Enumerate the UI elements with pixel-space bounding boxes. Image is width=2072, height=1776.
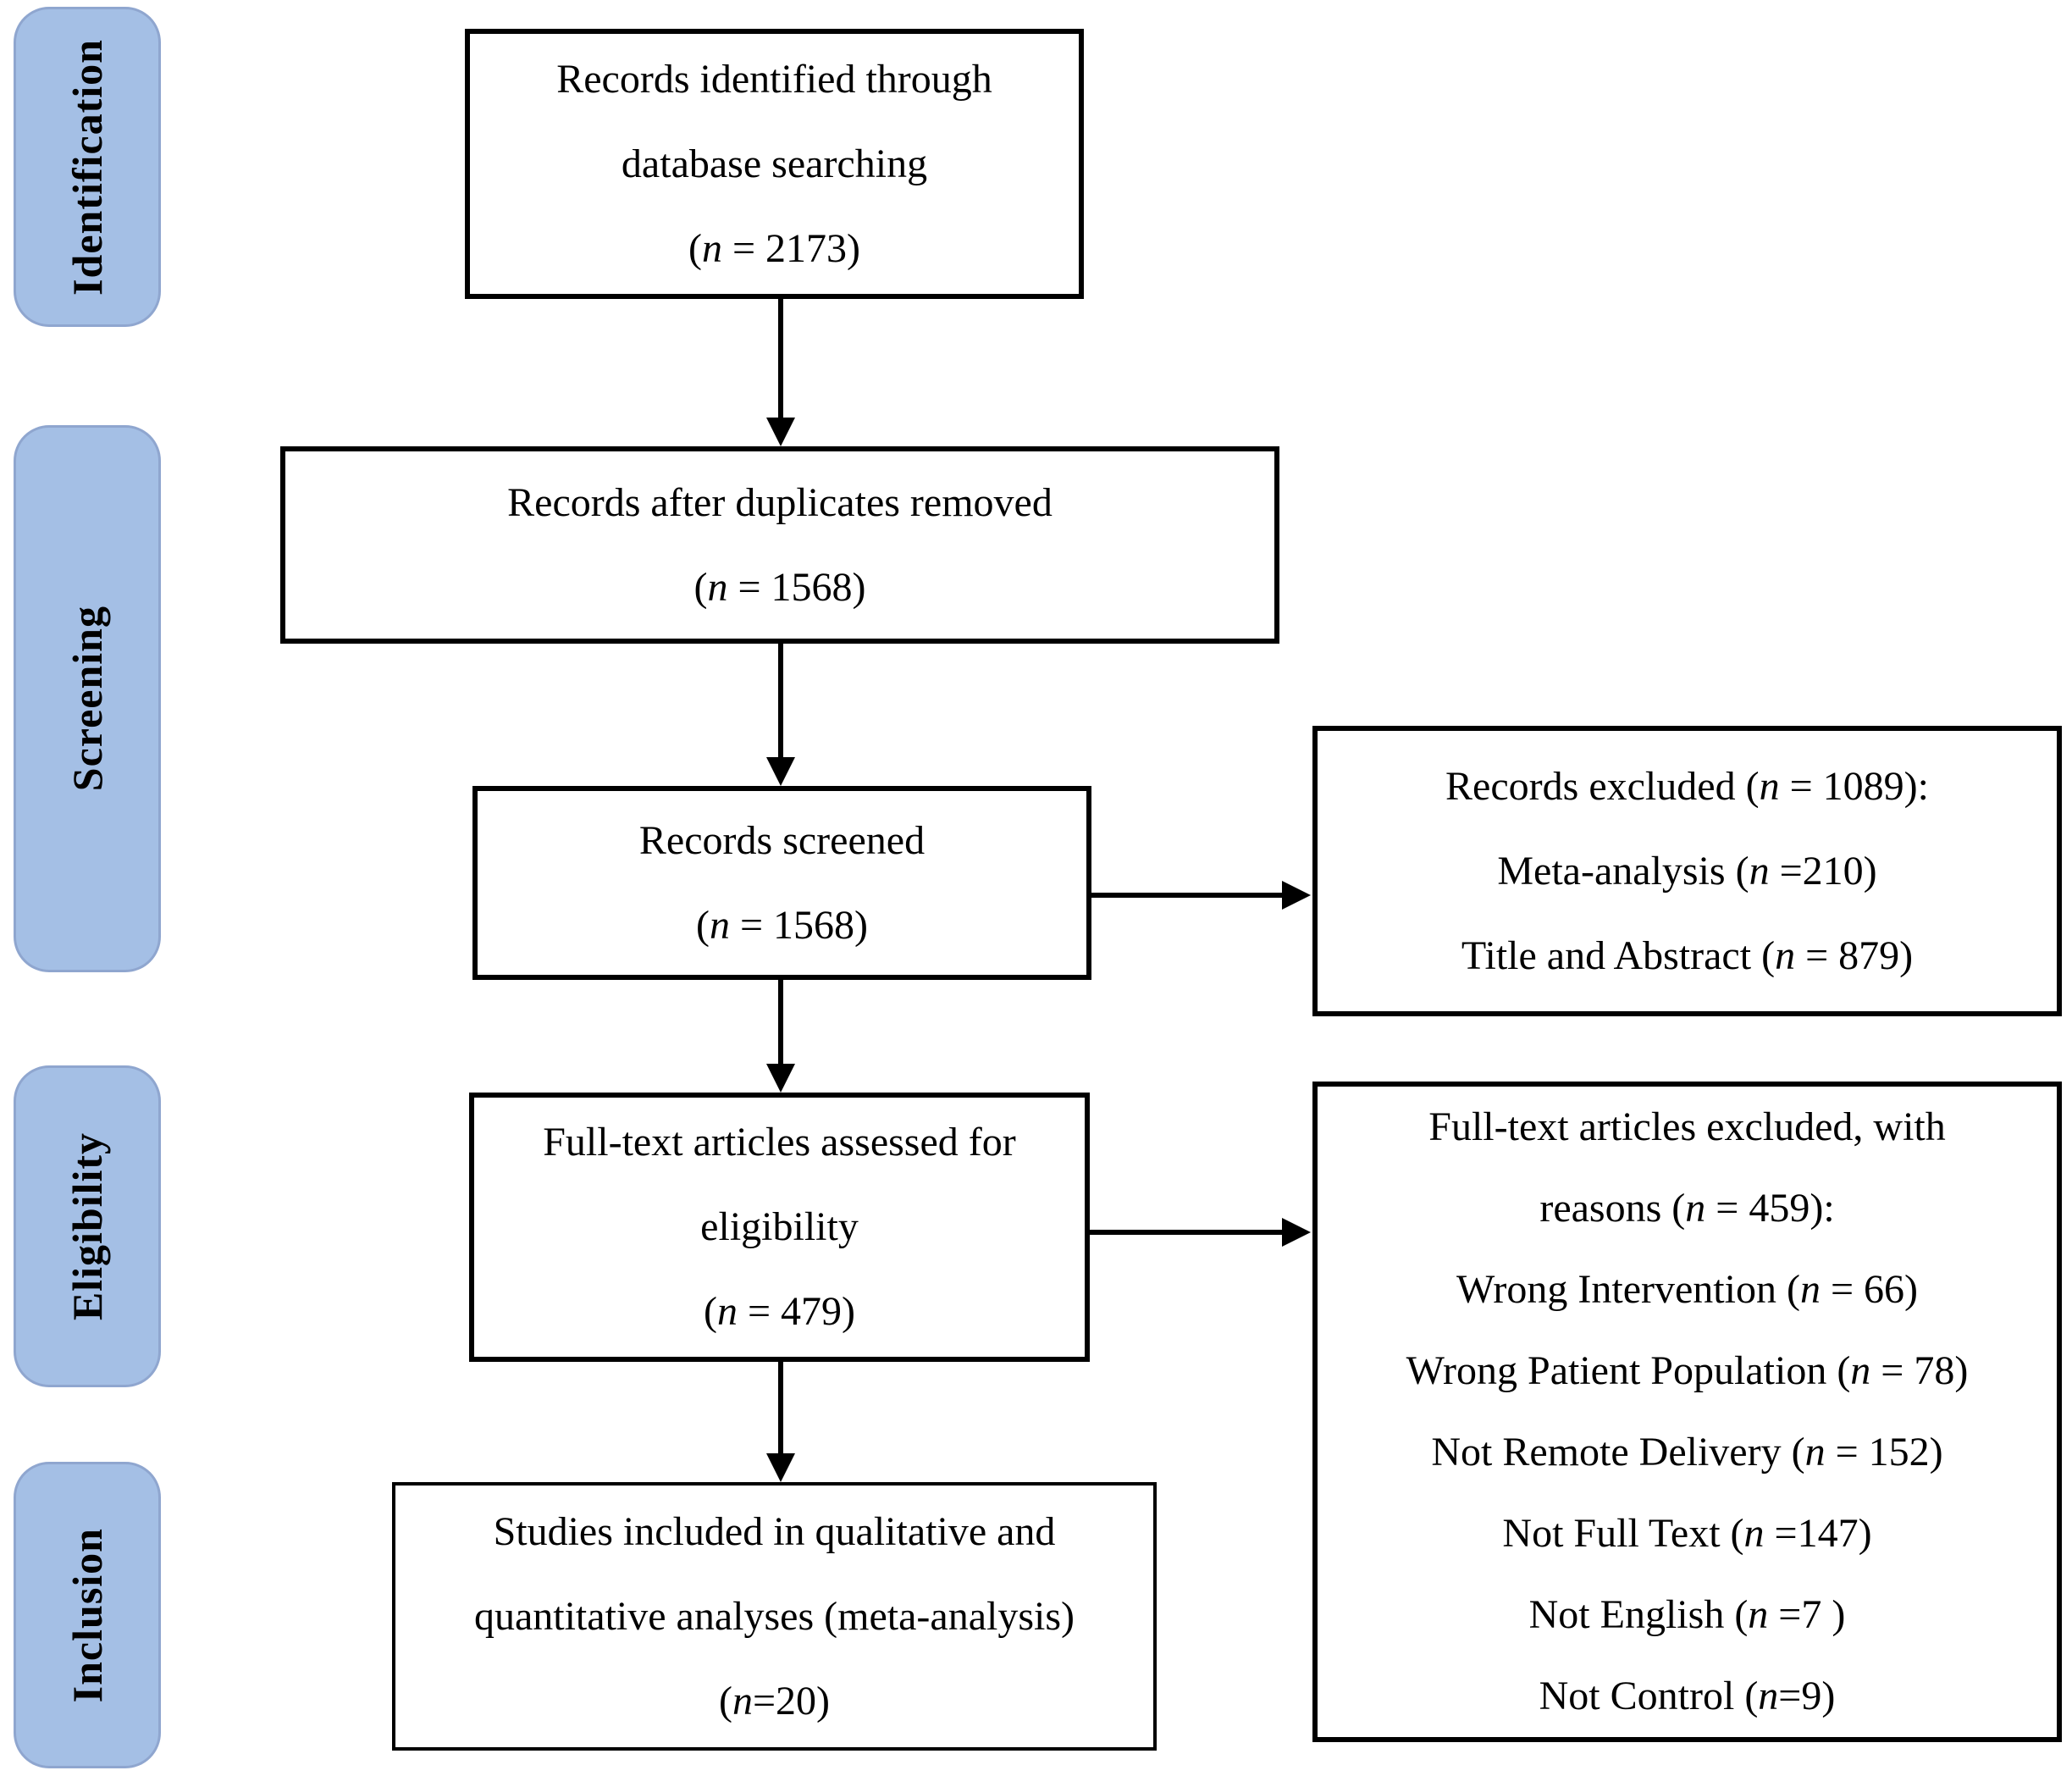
box-records-identified: Records identified through database sear… [465,29,1084,299]
box-line: (n = 2173) [688,225,861,271]
arrow-head-right [1282,881,1311,910]
box-line: Meta-analysis (n =210) [1497,848,1877,894]
box-line: Not Full Text (n =147) [1502,1511,1872,1556]
box-records-screened: Records screened (n = 1568) [472,786,1091,980]
arrow-head-down [766,1064,795,1093]
box-duplicates-removed: Records after duplicates removed (n = 15… [280,446,1279,644]
box-line: database searching [621,141,928,186]
stage-label-text: Inclusion [64,1527,111,1703]
box-line: Records screened [638,817,925,863]
box-line: Full-text articles excluded, with [1428,1104,1946,1149]
box-line: Not Remote Delivery (n = 152) [1431,1430,1943,1474]
box-line: reasons (n = 459): [1539,1186,1835,1231]
arrow-line [778,299,783,418]
arrow-head-down [766,1453,795,1482]
stage-label-inclusion: Inclusion [14,1462,161,1768]
box-line: Title and Abstract (n = 879) [1461,932,1914,978]
arrow-head-down [766,418,795,446]
box-fulltext-excluded: Full-text articles excluded, with reason… [1312,1082,2062,1742]
box-line: quantitative analyses (meta-analysis) [473,1593,1075,1639]
stage-label-screening: Screening [14,425,161,972]
stage-label-text: Screening [64,606,111,792]
box-line: Studies included in qualitative and [493,1508,1056,1554]
arrow-line [1090,1230,1282,1235]
arrow-line [1091,893,1282,898]
box-line: (n = 479) [703,1289,856,1334]
arrow-line [778,980,783,1064]
box-line: Wrong Intervention (n = 66) [1456,1267,1918,1312]
stage-label-text: Identification [64,38,111,296]
box-studies-included: Studies included in qualitative and quan… [392,1482,1157,1751]
stage-label-eligibility: Eligibility [14,1065,161,1387]
box-line: eligibility [700,1204,859,1249]
box-line: Records excluded (n = 1089): [1445,763,1929,809]
box-line: (n=20) [718,1678,831,1723]
box-line: Full-text articles assessed for [543,1120,1016,1165]
box-line: Records after duplicates removed [507,479,1053,525]
box-line: (n = 1568) [693,564,866,610]
stage-label-text: Eligibility [64,1131,111,1321]
box-line: Not Control (n=9) [1539,1674,1836,1718]
arrow-line [778,1362,783,1453]
box-line: (n = 1568) [695,902,869,948]
box-fulltext-assessed: Full-text articles assessed for eligibil… [469,1093,1090,1362]
box-line: Records identified through [556,56,992,102]
stage-label-identification: Identification [14,7,161,327]
arrow-head-down [766,757,795,786]
box-records-excluded: Records excluded (n = 1089): Meta-analys… [1312,726,2062,1016]
box-line: Wrong Patient Population (n = 78) [1406,1348,1969,1393]
arrow-line [778,644,783,757]
box-line: Not English (n =7 ) [1528,1592,1846,1637]
arrow-head-right [1282,1218,1311,1247]
